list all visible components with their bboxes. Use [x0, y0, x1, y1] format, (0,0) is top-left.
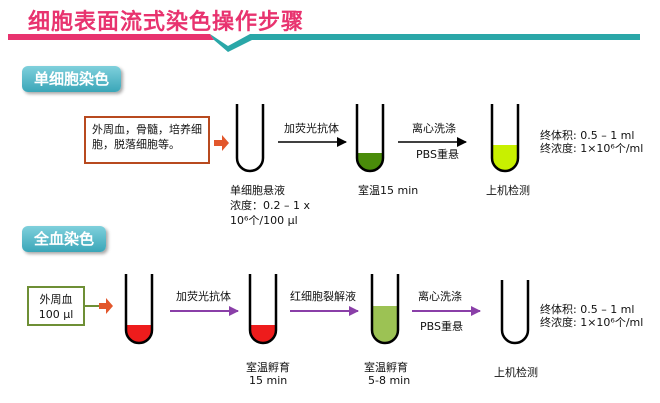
tube1-label-3: 10⁶个/100 μl	[230, 214, 298, 227]
tube-ready	[500, 280, 530, 345]
section1-source-box: 外周血，骨髓，培养细胞，脱落细胞等。	[84, 116, 210, 164]
tube-lysed	[370, 274, 400, 345]
source-line-1: 外周血	[39, 293, 73, 306]
arrow1-label: 加荧光抗体	[284, 122, 339, 135]
page-title: 细胞表面流式染色操作步骤	[28, 10, 305, 35]
source-arrow-icon	[214, 135, 229, 151]
tube-resuspended	[490, 104, 520, 173]
tube-incubated-15	[248, 274, 278, 345]
final-volume-2: 终体积: 0.5 – 1 ml	[540, 303, 635, 316]
s2-arrow2-label: 红细胞裂解液	[290, 290, 356, 303]
arrow2-label-bottom: PBS重悬	[416, 148, 459, 161]
source-arrow-icon-2	[99, 298, 113, 314]
final-volume-1: 终体积: 0.5 – 1 ml	[540, 129, 635, 142]
section2-source-box: 外周血 100 μl	[27, 286, 85, 326]
s2-arrow3-label-top: 离心洗涤	[418, 290, 462, 303]
tube2-label: 室温15 min	[358, 184, 419, 197]
tube1-label-2: 浓度：0.2 – 1 x	[230, 199, 310, 212]
section2-pill: 全血染色	[22, 226, 107, 252]
tube1-label-1: 单细胞悬液	[230, 184, 285, 197]
s2-arrow1-label: 加荧光抗体	[176, 290, 231, 303]
s2-tube3-label-2: 5-8 min	[368, 374, 411, 387]
s2-tube4-label: 上机检测	[494, 366, 538, 379]
tube-whole-blood	[124, 274, 154, 345]
s2-tube2-label-1: 室温孵育	[246, 361, 290, 374]
section1-pill: 单细胞染色	[22, 66, 122, 92]
arrow2-label-top: 离心洗涤	[412, 122, 456, 135]
source-line-2: 100 μl	[38, 308, 74, 321]
tube-single-cell	[235, 104, 265, 173]
tube-stained	[355, 104, 385, 173]
s2-arrow3-label-bottom: PBS重悬	[420, 320, 463, 333]
final-conc-2: 终浓度: 1×10⁶个/ml	[540, 316, 644, 329]
title-banner-line	[8, 34, 640, 52]
s2-tube2-label-2: 15 min	[249, 374, 288, 387]
s2-tube3-label-1: 室温孵育	[364, 361, 408, 374]
tube3-label: 上机检测	[486, 184, 530, 197]
final-conc-1: 终浓度: 1×10⁶个/ml	[540, 142, 644, 155]
